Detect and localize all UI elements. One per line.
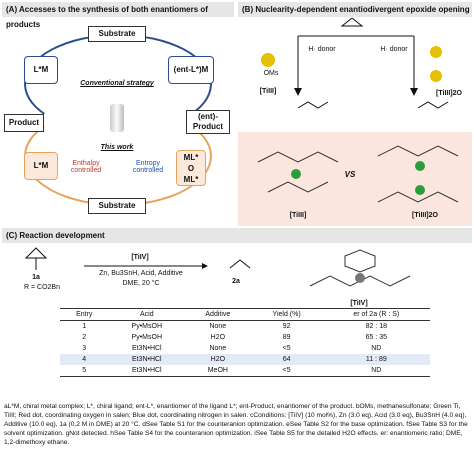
panel-b-title: (B) Nuclearity-dependent enantiodivergen… [238,2,472,17]
panel-b-diagram: H· donor H· donor OMs [TiIII] [TiIII]2O … [238,18,472,226]
oms-label: OMs [263,70,279,77]
cell: 11 : 89 [365,356,387,363]
table-row: 5 Et3N•HCl MeOH <5 ND [60,365,430,377]
cell: 89 [282,334,291,341]
cell: Et3N•HCl [131,367,162,374]
ti-bottom-right-label: [TiIII]2O [412,212,438,219]
vs-label: VS [344,170,356,179]
lm-bottom-box: L*M [24,152,58,180]
cat-label: [TiIV] [350,300,368,307]
mirror-shape [110,104,124,132]
cell: <5 [282,367,291,374]
cell: None [209,323,227,330]
cell: Et3N•HCl [131,345,162,352]
cell: <5 [282,345,291,352]
this-work-label: This work [100,144,134,151]
ml-dimer-box: ML* O ML* [176,150,206,186]
prod-label: 2a [232,278,240,285]
optimization-table: Entry Acid Additive Yield (%) er of 2a (… [60,308,430,377]
enthalpy-label: Enthalpy controlled [70,160,102,174]
cell: 65 : 35 [365,334,387,341]
sm-r-label: R = CO2Bn [24,284,60,291]
cell: H2O [210,356,226,363]
reaction-scheme [24,247,251,270]
cell: 64 [282,356,291,363]
cell: MeOH [207,367,228,374]
entropy-label: Entropy controlled [132,160,164,174]
ent-lm-box: (ent-L*)M [168,56,214,84]
header-yield: Yield (%) [272,311,301,318]
h-donor-left: H· donor [308,46,336,53]
cell: 1 [82,323,87,330]
cell: Et3N•HCl [131,356,162,363]
cell: H2O [210,334,226,341]
header-entry: Entry [76,311,93,318]
panel-a-title: (A) Accesses to the synthesis of both en… [2,2,234,29]
epoxide-opening-scheme [261,18,449,109]
cell: ND [371,367,382,374]
table-row: 2 Py•MsOH H2O 89 65 : 35 [60,332,430,343]
header-acid: Acid [139,311,154,318]
header-er: er of 2a (R : S) [353,311,400,318]
ent-product-box: (ent)- Product [186,110,230,134]
cell: 5 [82,367,87,374]
sm-label: 1a [32,274,40,281]
ti-catalyst-structure [300,246,420,306]
cell: Py•MsOH [131,334,162,341]
conditions-line-1: Zn, Bu3SnH, Acid, Additive [99,270,183,277]
panel-a-diagram: Substrate Product (ent)- Product Substra… [2,18,234,226]
panel-c-title: (C) Reaction development [2,228,472,243]
table-row: 3 Et3N•HCl None <5 ND [60,343,430,354]
table-row: 1 Py•MsOH None 92 82 : 18 [60,321,430,333]
reagent-label: [TiIV] [131,254,149,261]
ti-bottom-left-label: [TiIII] [289,212,307,219]
cell: 82 : 18 [365,323,387,330]
ti-left-label: [TiIII] [259,88,277,95]
header-additive: Additive [205,311,231,318]
h-donor-right: H· donor [380,46,408,53]
substrate-bottom-box: Substrate [88,198,146,214]
catalyst-structures [257,145,459,203]
conventional-strategy-label: Conventional strategy [80,80,154,87]
catalyst-structures-box [238,132,472,226]
cell: 3 [82,345,87,352]
cell: 92 [282,323,291,330]
cell: 2 [82,334,87,341]
cell: 4 [82,356,87,363]
cell: ND [371,345,382,352]
substrate-top-box: Substrate [88,26,146,42]
table-row: 4 Et3N•HCl H2O 64 11 : 89 [60,354,430,365]
cell: None [209,345,227,352]
conditions-line-2: DME, 20 °C [122,280,160,287]
cell: Py•MsOH [131,323,162,330]
table-header-row: Entry Acid Additive Yield (%) er of 2a (… [60,308,430,321]
footnote: aL*M, chiral metal complex; L*, chiral l… [4,403,468,446]
ti-catalyst-drawing [309,249,411,287]
product-box: Product [4,114,44,132]
ti-right-label: [TiIII]2O [436,90,462,97]
lm-top-box: L*M [24,56,58,84]
